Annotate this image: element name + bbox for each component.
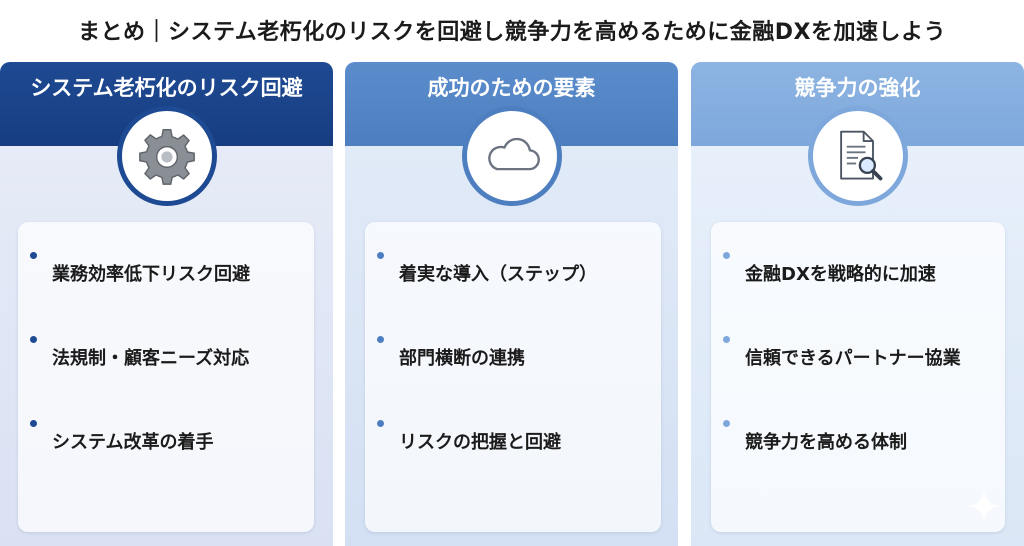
list-item: 部門横断の連携 xyxy=(365,336,661,374)
cloud-icon xyxy=(487,137,540,171)
list-item: リスクの把握と回避 xyxy=(365,420,661,458)
item-label: リスクの把握と回避 xyxy=(399,432,561,453)
list-item: 法規制・顧客ニーズ対応 xyxy=(18,336,314,374)
list-item: システム改革の着手 xyxy=(18,420,314,458)
item-label: 着実な導入（ステップ） xyxy=(399,264,597,285)
list-item: 金融DXを戦略的に加速 xyxy=(711,252,1005,290)
column-success-factors: 成功のための要素 着実な導入（ステップ） 部門横断の連携 リスクの把握と回避 xyxy=(345,62,678,546)
bullet xyxy=(723,252,730,259)
column-risk-avoidance: システム老朽化のリスク回避 業務効率低下リスク回避 法規制・顧客ニーズ対応 シス… xyxy=(0,62,333,546)
bullet xyxy=(30,336,37,343)
bullet xyxy=(723,336,730,343)
items-card: 業務効率低下リスク回避 法規制・顧客ニーズ対応 システム改革の着手 xyxy=(18,222,314,532)
item-label: 競争力を高める体制 xyxy=(745,432,907,453)
items-card: 金融DXを戦略的に加速 信頼できるパートナー協業 競争力を高める体制 xyxy=(711,222,1005,532)
bullet xyxy=(30,420,37,427)
icon-circle xyxy=(807,106,908,206)
document-search-icon xyxy=(839,130,882,181)
items-card: 着実な導入（ステップ） 部門横断の連携 リスクの把握と回避 xyxy=(365,222,661,532)
icon-circle xyxy=(461,106,562,206)
bullet xyxy=(377,420,384,427)
item-label: 部門横断の連携 xyxy=(399,348,525,369)
column-heading: 成功のための要素 xyxy=(345,62,678,146)
sparkle-icon xyxy=(968,490,1000,522)
page-title: まとめ｜システム老朽化のリスクを回避し競争力を高めるために金融DXを加速しよう xyxy=(77,20,947,45)
list-item: 業務効率低下リスク回避 xyxy=(18,252,314,290)
gear-icon xyxy=(138,129,195,185)
item-label: システム改革の着手 xyxy=(52,432,214,453)
list-item: 競争力を高める体制 xyxy=(711,420,1005,458)
item-label: 業務効率低下リスク回避 xyxy=(52,264,250,285)
bullet xyxy=(723,420,730,427)
list-item: 着実な導入（ステップ） xyxy=(365,252,661,290)
bullet xyxy=(377,336,384,343)
bullet xyxy=(377,252,384,259)
icon-circle xyxy=(116,106,217,206)
bullet xyxy=(30,252,37,259)
item-label: 法規制・顧客ニーズ対応 xyxy=(52,348,250,369)
item-label: 信頼できるパートナー協業 xyxy=(745,348,961,369)
column-competitiveness: 競争力の強化 金融DXを戦略的に加速 信頼できるパートナー協業 競争力を高める xyxy=(691,62,1024,546)
list-item: 信頼できるパートナー協業 xyxy=(711,336,1005,374)
item-label: 金融DXを戦略的に加速 xyxy=(745,264,936,285)
